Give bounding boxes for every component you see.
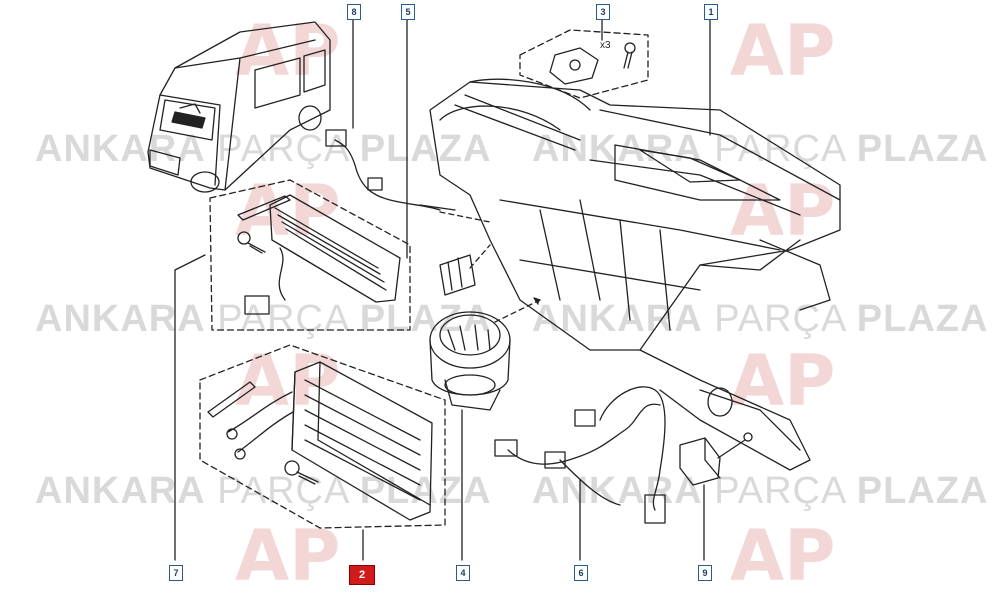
lower-duct: [639, 349, 811, 471]
callout-4[interactable]: 4: [456, 565, 470, 581]
callout-5[interactable]: 5: [401, 4, 415, 20]
flap-actuator: [549, 47, 599, 85]
heater-core-kit-outline: [199, 344, 446, 529]
heater-pipe-lower: [237, 411, 294, 453]
control-module: [679, 432, 753, 486]
heater-screw: [284, 460, 319, 485]
hvac-housing: [429, 78, 841, 351]
actuator-screw: [623, 42, 636, 69]
screw-quantity-label: x3: [600, 40, 611, 51]
callout-3[interactable]: 3: [596, 4, 610, 20]
filter-wiring: [278, 247, 286, 301]
blower-guide-line: [494, 299, 541, 323]
blower-motor: [429, 311, 511, 411]
filter-clip: [237, 195, 291, 221]
van-illustration: [147, 21, 331, 193]
flap-actuator-round: [707, 387, 733, 417]
actuator-kit-outline: [519, 29, 649, 99]
pollen-filter: [269, 194, 401, 303]
callout-2-selected[interactable]: 2: [349, 565, 375, 585]
callout-9[interactable]: 9: [698, 565, 712, 581]
callout-8[interactable]: 8: [347, 4, 361, 20]
callout-1[interactable]: 1: [704, 4, 718, 20]
filter-screw: [237, 231, 266, 254]
blower-resistor: [439, 254, 476, 296]
pollen-filter-kit-outline: [209, 179, 411, 331]
wiring-harness-lower: [494, 386, 666, 524]
wiring-harness-upper: [325, 129, 456, 211]
heater-pipe-upper: [227, 391, 293, 433]
heater-core: [291, 361, 433, 521]
callout-6[interactable]: 6: [574, 565, 588, 581]
leader-7: [174, 254, 206, 561]
heater-clip: [207, 381, 256, 418]
filter-connector: [244, 295, 270, 315]
callout-7[interactable]: 7: [169, 565, 183, 581]
